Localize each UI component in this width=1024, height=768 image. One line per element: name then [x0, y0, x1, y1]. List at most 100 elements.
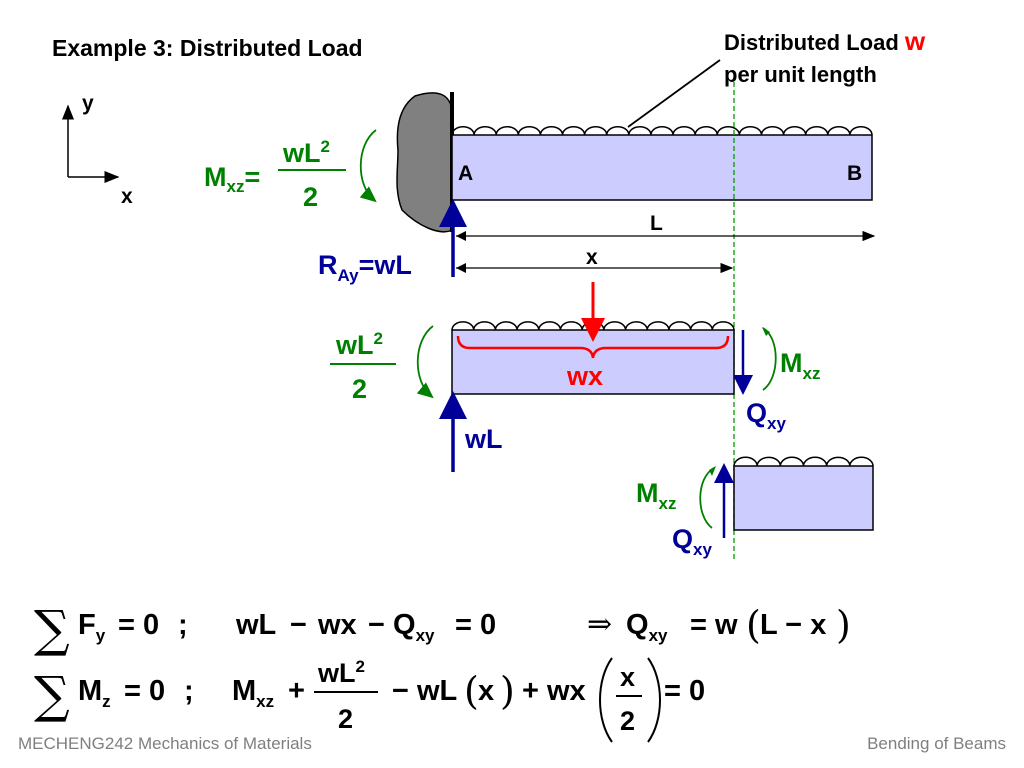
distance-label-x: x	[586, 246, 598, 269]
reaction-moment-equals: =	[244, 162, 260, 192]
dimension-lines: L x	[456, 212, 876, 274]
resultant-brace	[456, 335, 730, 359]
eq2-plus: +	[288, 675, 305, 707]
segment-free-body: wx wL2 2 wL Qxy Mxz	[330, 282, 820, 472]
eq1-sub-y: y	[96, 626, 106, 645]
eq2-equals-zero: = 0	[124, 675, 165, 707]
slide-title: Example 3: Distributed Load	[52, 35, 363, 61]
eq2-equals-zero-b: = 0	[664, 675, 705, 707]
eq2-den: 2	[338, 704, 353, 734]
eq1-equals-w: = w	[690, 609, 738, 641]
reaction-moment-exp: 2	[321, 137, 330, 156]
segment-left-moment-den: 2	[352, 374, 367, 404]
right-piece-shear-q: Q	[672, 524, 693, 554]
eq2-paren-x-open: (	[464, 669, 479, 713]
axis-y-label: y	[82, 92, 94, 115]
equation-sum-forces: ∑ Fy = 0 ; wL − wx − Qxy = 0 ⇒ Qxy = w (…	[34, 600, 851, 658]
svg-text:Mxz: Mxz	[780, 348, 820, 383]
svg-text:Mxz=: Mxz=	[204, 162, 260, 196]
right-piece-moment-sub: xz	[659, 494, 677, 513]
right-piece-free-body: Mxz Qxy	[636, 456, 874, 559]
reaction-moment-den: 2	[303, 182, 318, 212]
eq2-big-paren-open	[599, 657, 613, 743]
eq1-wx: wx	[317, 609, 357, 641]
eq2-frac-num: x	[620, 662, 635, 692]
segment-left-moment-exp: 2	[374, 329, 383, 348]
footer-topic: Bending of Beams	[867, 734, 1006, 753]
fixed-wall	[396, 92, 454, 233]
eq2-plus-wx: + wx	[522, 675, 586, 707]
eq1-equals-zero: = 0	[118, 609, 159, 641]
eq2-sub-xz: xz	[256, 692, 274, 711]
distributed-load-right	[733, 456, 874, 467]
sigma-symbol-2: ∑	[34, 666, 70, 724]
load-annotation-line2: per unit length	[724, 62, 877, 87]
segment-left-force: wL	[464, 424, 503, 454]
reaction-force: RAy=wL	[318, 199, 467, 285]
axis-x-label: x	[121, 185, 133, 208]
footer-course-name: MECHENG242 Mechanics of Materials	[18, 734, 312, 753]
load-leader-line	[627, 59, 721, 128]
eq1-semicolon: ;	[178, 609, 188, 641]
svg-text:wL2: wL2	[317, 657, 365, 688]
distributed-load-main	[451, 126, 873, 136]
svg-text:Qxy: Qxy	[393, 609, 435, 645]
eq1-minus-1: −	[290, 609, 307, 641]
load-annotation-line1: Distributed Load	[724, 30, 905, 55]
reaction-moment-sub: xz	[227, 177, 245, 196]
eq2-sub-z: z	[102, 692, 111, 711]
eq1-sub-xy: xy	[416, 626, 435, 645]
reaction-moment: Mxz= wL2 2	[204, 129, 377, 212]
svg-text:wL2: wL2	[335, 329, 383, 360]
eq1-q: Q	[393, 609, 416, 641]
svg-text:Qxy: Qxy	[746, 398, 786, 433]
resultant-label: wx	[566, 361, 603, 391]
reaction-force-sub: Ay	[338, 266, 360, 285]
eq2-paren-x-close: )	[500, 669, 515, 713]
beam-label-a: A	[458, 162, 473, 185]
load-symbol-w: w	[904, 26, 926, 56]
svg-text:Qxy: Qxy	[626, 609, 668, 645]
coordinate-axes: y x	[62, 92, 133, 208]
segment-right-shear-q: Q	[746, 398, 767, 428]
eq2-exp: 2	[356, 657, 365, 676]
eq1-sub-xy2: xy	[649, 626, 668, 645]
eq1-paren-close: )	[836, 603, 851, 647]
svg-text:Distributed Load w: Distributed Load w	[724, 26, 926, 56]
eq1-minus-2: −	[368, 609, 385, 641]
eq2-m2: M	[232, 675, 256, 707]
eq2-frac-den: 2	[620, 706, 635, 736]
eq2-minus-wl: − wL	[392, 675, 457, 707]
reaction-moment-num: wL	[282, 138, 321, 168]
reaction-force-value: =wL	[359, 250, 412, 280]
load-annotation: Distributed Load w per unit length	[627, 26, 926, 128]
segment-right-moment-sub: xz	[803, 364, 821, 383]
svg-text:wL2: wL2	[282, 137, 330, 168]
svg-text:Mxz: Mxz	[636, 478, 676, 513]
svg-text:Fy: Fy	[78, 609, 106, 645]
reaction-force-r: R	[318, 250, 338, 280]
reaction-moment-m: M	[204, 162, 227, 192]
length-label-l: L	[650, 212, 663, 235]
eq1-paren-open: (	[746, 603, 761, 647]
right-piece-moment-m: M	[636, 478, 659, 508]
sigma-symbol-1: ∑	[34, 600, 70, 658]
segment-left-moment-num: wL	[335, 330, 374, 360]
main-beam: A B	[451, 126, 873, 201]
eq2-m: M	[78, 675, 102, 707]
eq1-q2: Q	[626, 609, 649, 641]
svg-text:Mz: Mz	[78, 675, 111, 711]
eq1-l-minus-x: L − x	[760, 609, 826, 641]
svg-text:Mxz: Mxz	[232, 675, 274, 711]
eq1-f: F	[78, 609, 96, 641]
right-piece-shear-sub: xy	[693, 540, 712, 559]
eq2-big-paren-close	[647, 657, 661, 743]
eq1-implies: ⇒	[587, 607, 612, 642]
eq2-paren-x: x	[478, 675, 494, 707]
segment-right-shear-sub: xy	[767, 414, 786, 433]
equation-sum-moments: ∑ Mz = 0 ; Mxz + wL2 2 − wL ( x ) + wx x…	[34, 657, 705, 743]
svg-text:Qxy: Qxy	[672, 524, 712, 559]
eq1-equals-zero-b: = 0	[455, 609, 496, 641]
eq2-semicolon: ;	[184, 675, 194, 707]
